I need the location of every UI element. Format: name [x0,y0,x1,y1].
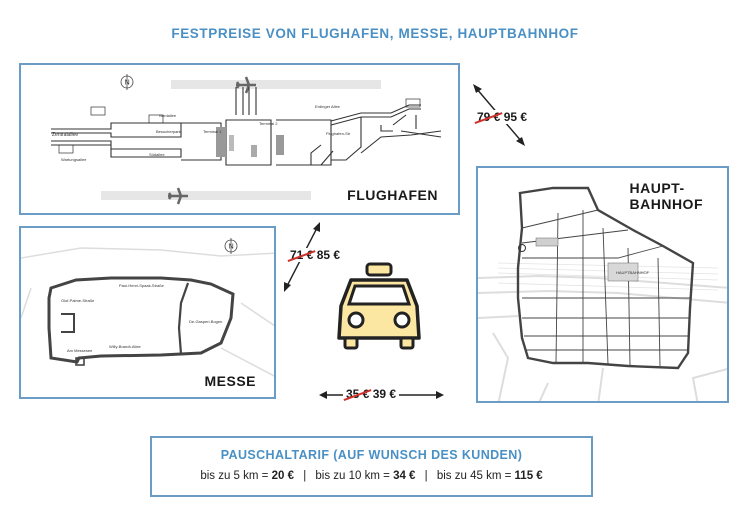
plane-icon [167,187,188,205]
messe-label: MESSE [204,373,256,389]
north-icon: N [224,238,238,254]
messe-old-price: 71 € [290,248,314,262]
taxi-icon [337,262,421,350]
plane-icon [235,76,256,94]
rate-price: 34 € [393,470,416,482]
svg-text:Erdinger Allee: Erdinger Allee [315,104,341,109]
svg-text:N: N [229,244,234,251]
svg-text:Willy-Brandt-Allee: Willy-Brandt-Allee [109,344,142,349]
messe-price: 71 € 85 € [288,248,343,262]
flat-rate-title: PAUSCHALTARIF (AUF WUNSCH DES KUNDEN) [220,448,523,462]
flughafen-new-price: 95 € [503,110,528,124]
flughafen-map-panel: N Zentralallee Nordallee Besucherpark [19,63,460,215]
flughafen-map: N Zentralallee Nordallee Besucherpark [51,74,442,205]
rate-label: bis zu 5 km = [200,470,269,482]
hbf-new-price: 39 € [372,387,397,401]
svg-text:Nordallee: Nordallee [159,113,177,118]
svg-text:N: N [125,80,130,87]
rate-separator: | [303,470,307,482]
flughafen-label: FLUGHAFEN [347,187,438,203]
svg-text:Zentralallee: Zentralallee [52,132,78,138]
svg-text:Besucherpark: Besucherpark [156,129,181,134]
rate-price: 115 € [514,470,543,482]
messe-map-panel: N Olof-Palme-Straße Paul-Henri-Spaak-Str… [19,226,276,399]
messe-new-price: 85 € [316,248,341,262]
rate-label: bis zu 45 km = [436,470,512,482]
flughafen-price: 79 € 95 € [475,110,530,124]
messe-map: N Olof-Palme-Straße Paul-Henri-Spaak-Str… [21,238,274,377]
hbf-map: HAUPTBAHNHOF [478,186,727,401]
svg-text:Wartungsallee: Wartungsallee [61,157,87,162]
flughafen-old-price: 79 € [477,110,501,124]
svg-text:Paul-Henri-Spaak-Straße: Paul-Henri-Spaak-Straße [119,283,165,288]
page-title: FESTPREISE VON FLUGHAFEN, MESSE, HAUPTBA… [171,26,579,41]
rate-price: 20 € [271,470,294,482]
svg-text:HAUPTBAHNHOF: HAUPTBAHNHOF [616,270,650,275]
svg-text:Südallee: Südallee [149,152,165,157]
hbf-old-price: 35 € [346,387,370,401]
svg-text:Am Messesee: Am Messesee [67,348,93,353]
svg-text:Olof-Palme-Straße: Olof-Palme-Straße [61,298,95,303]
hbf-label-line2: BAHNHOF [629,196,703,212]
svg-text:Terminal 2: Terminal 2 [259,121,278,126]
hbf-label: HAUPT- BAHNHOF [630,180,704,212]
north-icon: N [120,74,134,90]
svg-text:De-Gasperi-Bogen: De-Gasperi-Bogen [189,319,222,324]
hbf-map-panel: HAUPTBAHNHOF HAUPT- BAHNHOF [476,166,729,403]
svg-text:Flughafen-Str: Flughafen-Str [326,131,351,136]
svg-text:Terminal 1: Terminal 1 [203,129,222,134]
hbf-label-line1: HAUPT- [629,180,685,196]
rate-label: bis zu 10 km = [315,470,390,482]
hbf-price: 35 € 39 € [343,387,400,401]
flat-rate-box: PAUSCHALTARIF (AUF WUNSCH DES KUNDEN) bi… [150,436,593,497]
rate-separator: | [424,470,428,482]
flat-rate-line: bis zu 5 km = 20 € | bis zu 10 km = 34 €… [152,470,591,482]
